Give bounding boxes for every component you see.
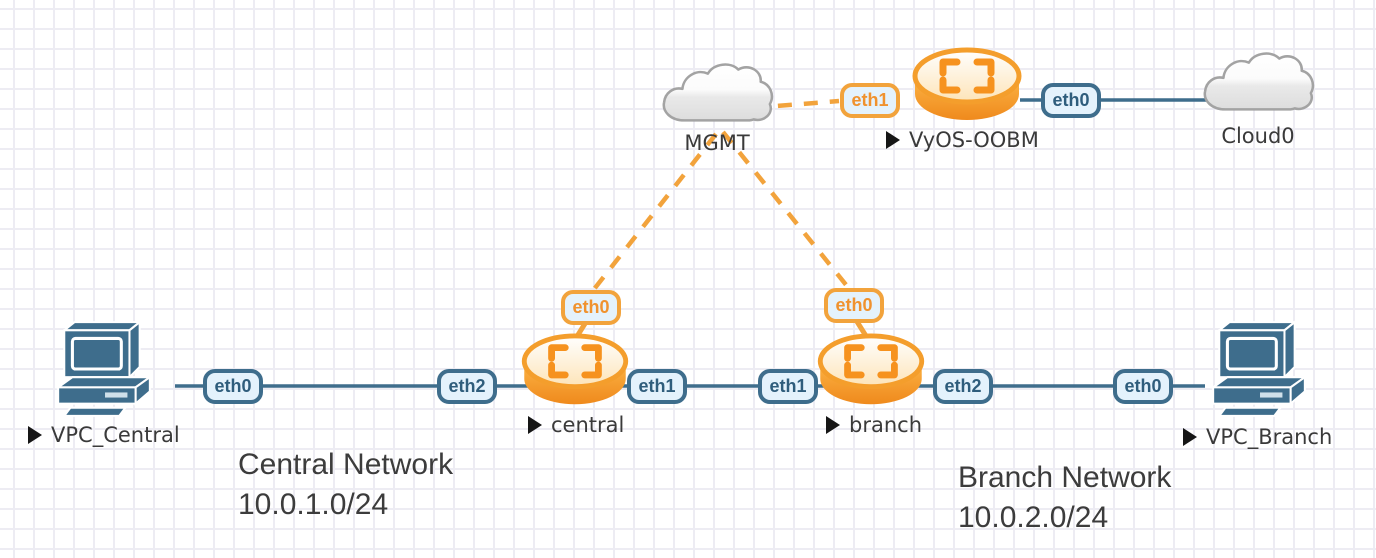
annotation-title: Central Network: [238, 448, 454, 481]
node-label-central[interactable]: central: [528, 413, 624, 437]
node-label-branch[interactable]: branch: [826, 413, 922, 437]
interface-badge-branch-eth0[interactable]: eth0: [824, 288, 884, 323]
node-mgmt-cloud[interactable]: [656, 57, 778, 135]
computer-icon: [54, 320, 154, 417]
interface-badge-vyos-eth0[interactable]: eth0: [1041, 83, 1101, 118]
interface-badge-central-eth0[interactable]: eth0: [561, 290, 621, 325]
cloud-icon: [662, 63, 774, 122]
node-label-text: VPC_Branch: [1206, 425, 1333, 449]
node-label-text: Cloud0: [1221, 124, 1295, 148]
node-label-text: VyOS-OOBM: [909, 128, 1039, 152]
annotation-central-network[interactable]: Central Network 10.0.1.0/24: [238, 445, 453, 525]
cloud-icon: [1203, 52, 1315, 111]
node-label-text: branch: [849, 413, 922, 437]
link-mgmt-branch-eth0[interactable]: [721, 130, 853, 293]
node-label-vpc-central[interactable]: VPC_Central: [28, 423, 180, 447]
node-label-vpc-branch[interactable]: VPC_Branch: [1183, 425, 1332, 449]
interface-badge-branch-eth1[interactable]: eth1: [758, 369, 818, 404]
node-label-mgmt[interactable]: MGMT: [656, 131, 778, 155]
link-mgmt-central-eth0[interactable]: [589, 132, 718, 295]
interface-badge-vpc-branch-eth0[interactable]: eth0: [1113, 369, 1173, 404]
node-branch[interactable]: [816, 332, 926, 412]
node-label-cloud0[interactable]: Cloud0: [1197, 124, 1319, 148]
node-cloud0[interactable]: [1197, 46, 1319, 124]
annotation-branch-network[interactable]: Branch Network 10.0.2.0/24: [958, 458, 1171, 538]
play-triangle-icon: [886, 131, 900, 149]
annotation-title: Branch Network: [958, 461, 1172, 494]
router-icon: [521, 333, 629, 405]
node-label-text: MGMT: [684, 131, 750, 155]
computer-icon: [1209, 320, 1309, 417]
interface-badge-vyos-eth1[interactable]: eth1: [840, 83, 900, 118]
play-triangle-icon: [528, 416, 542, 434]
play-triangle-icon: [1183, 428, 1197, 446]
node-label-text: central: [551, 413, 625, 437]
node-label-vyos-oobm[interactable]: VyOS-OOBM: [886, 128, 1039, 152]
annotation-subnet: 10.0.1.0/24: [238, 488, 389, 521]
router-icon: [912, 47, 1022, 120]
interface-badge-vpc-central-eth0[interactable]: eth0: [203, 369, 263, 404]
node-vpc-central[interactable]: [50, 318, 158, 418]
node-label-text: VPC_Central: [51, 423, 180, 447]
play-triangle-icon: [28, 426, 42, 444]
interface-badge-branch-eth2[interactable]: eth2: [933, 369, 993, 404]
node-vpc-branch[interactable]: [1205, 318, 1313, 418]
node-central[interactable]: [520, 332, 630, 412]
interface-badge-central-eth1[interactable]: eth1: [627, 369, 687, 404]
interface-badge-central-eth2[interactable]: eth2: [437, 369, 497, 404]
annotation-subnet: 10.0.2.0/24: [958, 501, 1109, 534]
node-vyos-oobm[interactable]: [911, 46, 1023, 128]
router-icon: [817, 333, 925, 405]
play-triangle-icon: [826, 416, 840, 434]
